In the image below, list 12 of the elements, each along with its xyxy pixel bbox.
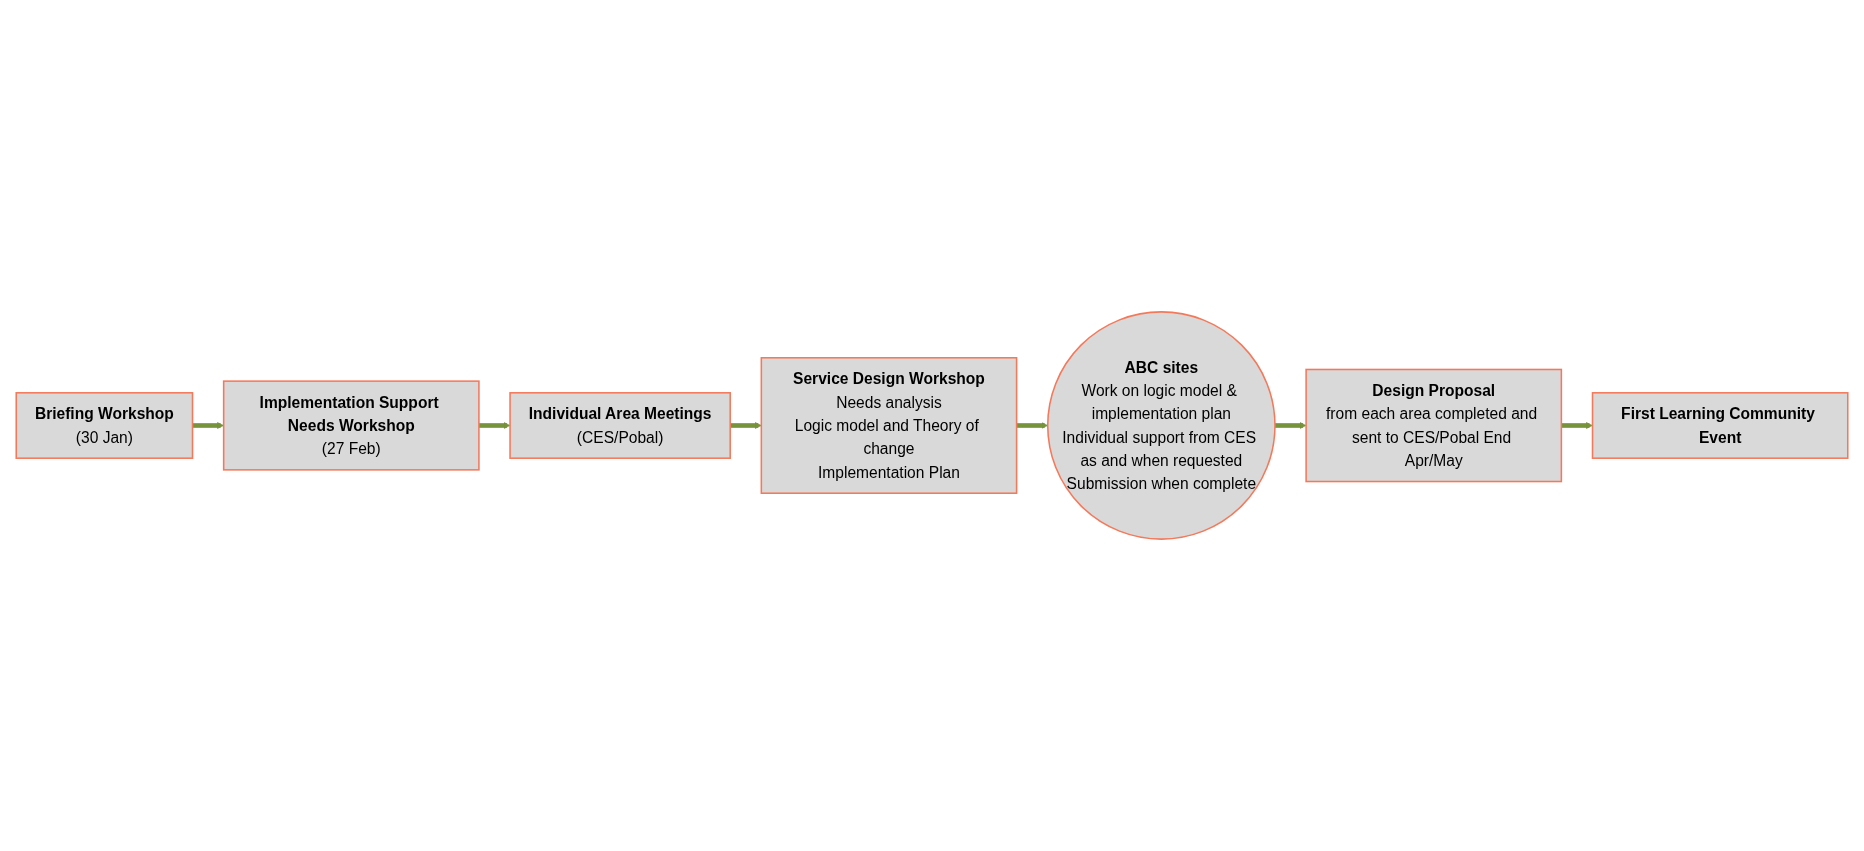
node-circle: ABC sites Work on logic model & implementation plan Individual support from CES as and when requested Submission when complete [1046,311,1276,540]
arrow [192,422,224,429]
node-box: Briefing Workshop (30 Jan) [15,392,194,459]
node-box: Implementation Support Needs Workshop (27 Feb) [222,380,480,471]
arrow [478,422,511,429]
arrow [1561,422,1593,429]
node-box: Individual Area Meetings (CES/Pobal) [509,392,731,459]
arrow [730,422,762,429]
arrow [1275,422,1307,429]
node-box: First Learning Community Event [1591,392,1849,459]
node-box: Service Design Workshop Needs analysis Logic model and Theory of change Implementation Plan [760,357,1018,494]
node-box: Design Proposal from each area completed and sent to CES/Pobal End Apr/May [1305,368,1563,483]
